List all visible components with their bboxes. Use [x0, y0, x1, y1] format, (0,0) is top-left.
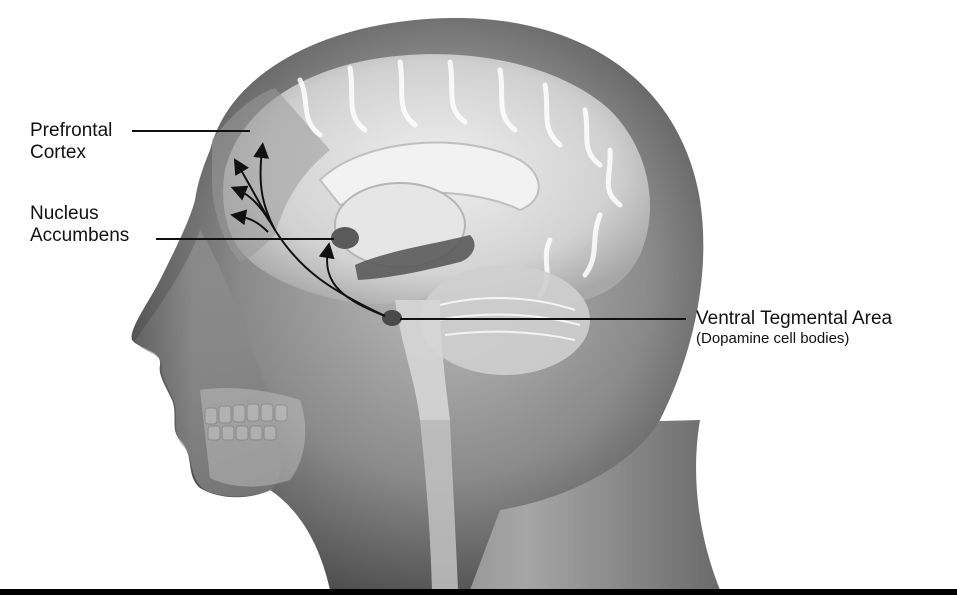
label-vta-line2: (Dopamine cell bodies): [696, 330, 850, 347]
label-prefrontal-cortex: Prefrontal Cortex: [30, 120, 112, 164]
label-nucleus-accumbens: Nucleus Accumbens: [30, 203, 129, 247]
label-prefrontal-line2: Cortex: [30, 142, 86, 163]
bottom-rule: [0, 589, 957, 595]
skull-jaw-icon: [200, 388, 306, 487]
spinal-cord-icon: [420, 420, 458, 590]
label-accumbens-line2: Accumbens: [30, 225, 130, 246]
label-prefrontal-line1: Prefrontal: [30, 120, 113, 141]
pathway-arrows-icon: [230, 142, 386, 317]
label-vta-line1: Ventral Tegmental Area: [696, 308, 893, 329]
label-accumbens-line1: Nucleus: [30, 203, 99, 224]
label-ventral-tegmental-area: Ventral Tegmental Area (Dopamine cell bo…: [696, 308, 892, 348]
nucleus-accumbens-structure: [331, 227, 359, 249]
vta-structure: [382, 310, 402, 326]
